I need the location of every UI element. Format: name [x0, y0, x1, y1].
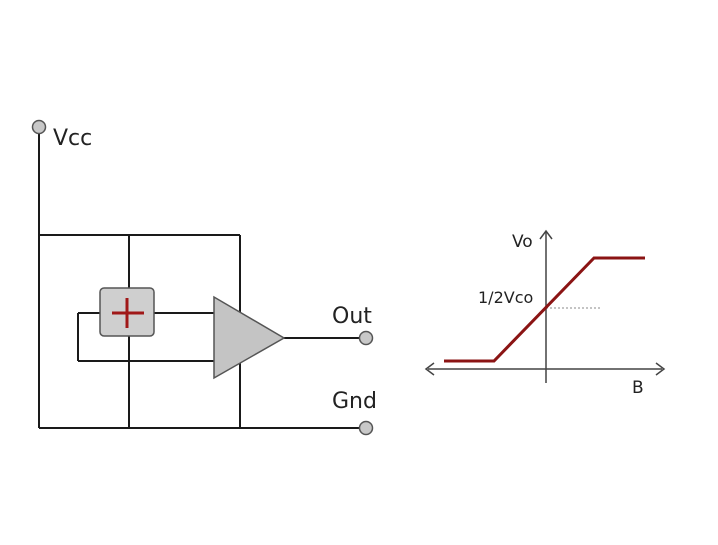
transfer-curve: [444, 256, 645, 363]
out-label: Out: [332, 304, 372, 329]
midpoint-label: 1/2Vco: [478, 288, 533, 307]
transfer-graph: Vo B 1/2Vco: [424, 229, 666, 398]
x-axis-arrow-left: [424, 362, 435, 376]
gnd-terminal: [358, 420, 374, 436]
vcc-terminal: [31, 119, 47, 135]
circuit: [38, 134, 360, 429]
amplifier-icon: [213, 295, 286, 380]
vcc-label: Vcc: [53, 126, 92, 151]
gnd-label: Gnd: [332, 389, 377, 414]
y-axis-arrow: [539, 229, 553, 240]
x-axis-label: B: [632, 378, 644, 398]
y-axis-label: Vo: [512, 232, 533, 252]
x-axis-arrow-right: [655, 362, 666, 376]
out-terminal: [358, 330, 374, 346]
hall-element: [99, 287, 155, 337]
